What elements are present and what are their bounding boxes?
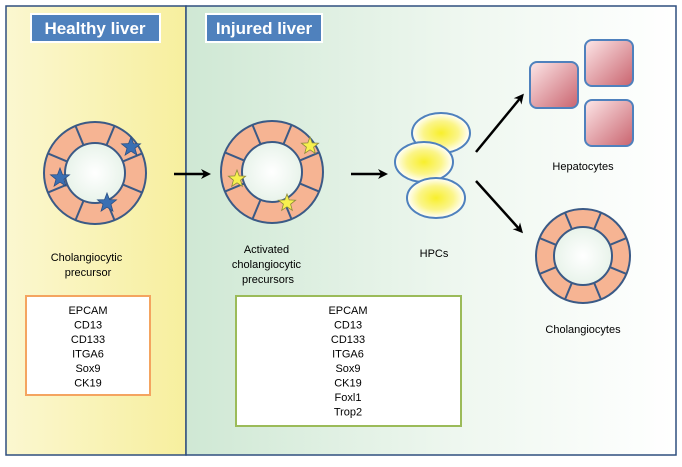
blue-star-icon <box>120 135 142 157</box>
blue-star-icon <box>96 191 118 213</box>
ring-segment-divider <box>539 237 557 246</box>
ring-segment-divider <box>74 200 85 221</box>
marker-item: EPCAM <box>328 305 367 317</box>
marker-item: CD133 <box>71 334 105 346</box>
hpc-cell <box>394 141 454 183</box>
marker-stars <box>49 135 320 213</box>
ring-lumen <box>64 142 126 204</box>
marker-item: CD13 <box>334 320 362 332</box>
ring-segment-divider <box>251 124 262 145</box>
ring-segment-divider <box>122 152 143 163</box>
ring-segment-divider <box>47 183 68 194</box>
ring-segment-divider <box>299 151 320 162</box>
hepatocyte-cell <box>529 61 579 109</box>
marker-item: EPCAM <box>68 305 107 317</box>
injured-title: Injured liver <box>216 19 313 38</box>
marker-item: Foxl1 <box>335 392 362 404</box>
ring-segment-divider <box>122 183 143 194</box>
cholangiocytes-label: Cholangiocytes <box>545 324 621 336</box>
arrow-hpc-to-hepatocytes <box>475 93 524 153</box>
injured-title-badge: Injured liver <box>205 13 323 43</box>
ring-segment-divider <box>105 125 116 146</box>
ring-segment-divider <box>609 266 627 275</box>
arrow-hpc-to-cholangiocytes <box>475 180 524 234</box>
hepatocyte-cell <box>584 39 634 87</box>
ring-segment-divider <box>593 212 602 230</box>
activated-cell-label: Activated cholangiocytic precursors <box>232 244 304 286</box>
hepatocytes-label: Hepatocytes <box>552 161 614 173</box>
marker-item: CD133 <box>331 334 365 346</box>
ring-segment-divider <box>251 199 262 220</box>
hepatocyte-cluster <box>529 39 634 147</box>
ring-segment-divider <box>564 282 573 300</box>
marker-item: CK19 <box>74 378 102 390</box>
marker-item: Sox9 <box>75 363 100 375</box>
yellow-star-icon <box>227 168 247 188</box>
ring-segment-divider <box>47 152 68 163</box>
marker-item: Sox9 <box>335 363 360 375</box>
healthy-cholangiocyte-ring <box>43 121 147 225</box>
marker-item: CD13 <box>74 320 102 332</box>
ring-segment-divider <box>282 124 293 145</box>
cholangiocytes-ring <box>535 208 631 304</box>
arrows <box>174 93 524 234</box>
ring-segment-divider <box>609 237 627 246</box>
yellow-star-icon <box>277 192 297 212</box>
hpc-cell <box>406 177 466 219</box>
ring-segment-divider <box>593 282 602 300</box>
healthy-cell-label: Cholangiocytic precursor <box>51 252 126 279</box>
ring-lumen <box>241 141 303 203</box>
activated-cholangiocyte-ring <box>220 120 324 224</box>
blue-star-icon <box>49 166 71 188</box>
marker-item: CK19 <box>334 378 362 390</box>
ring-segment-divider <box>224 151 245 162</box>
healthy-title: Healthy liver <box>44 19 145 38</box>
ring-segment-divider <box>299 182 320 193</box>
ring-segment-divider <box>74 125 85 146</box>
ring-lumen <box>553 226 613 286</box>
ring-segment-divider <box>564 212 573 230</box>
ring-segment-divider <box>539 266 557 275</box>
hepatocyte-cell <box>584 99 634 147</box>
yellow-star-icon <box>300 135 320 155</box>
marker-item: ITGA6 <box>332 349 364 361</box>
marker-item: Trop2 <box>334 407 362 419</box>
hpc-label: HPCs <box>420 248 449 260</box>
marker-item: ITGA6 <box>72 349 104 361</box>
hpc-cluster <box>394 112 471 219</box>
healthy-title-badge: Healthy liver <box>30 13 161 43</box>
